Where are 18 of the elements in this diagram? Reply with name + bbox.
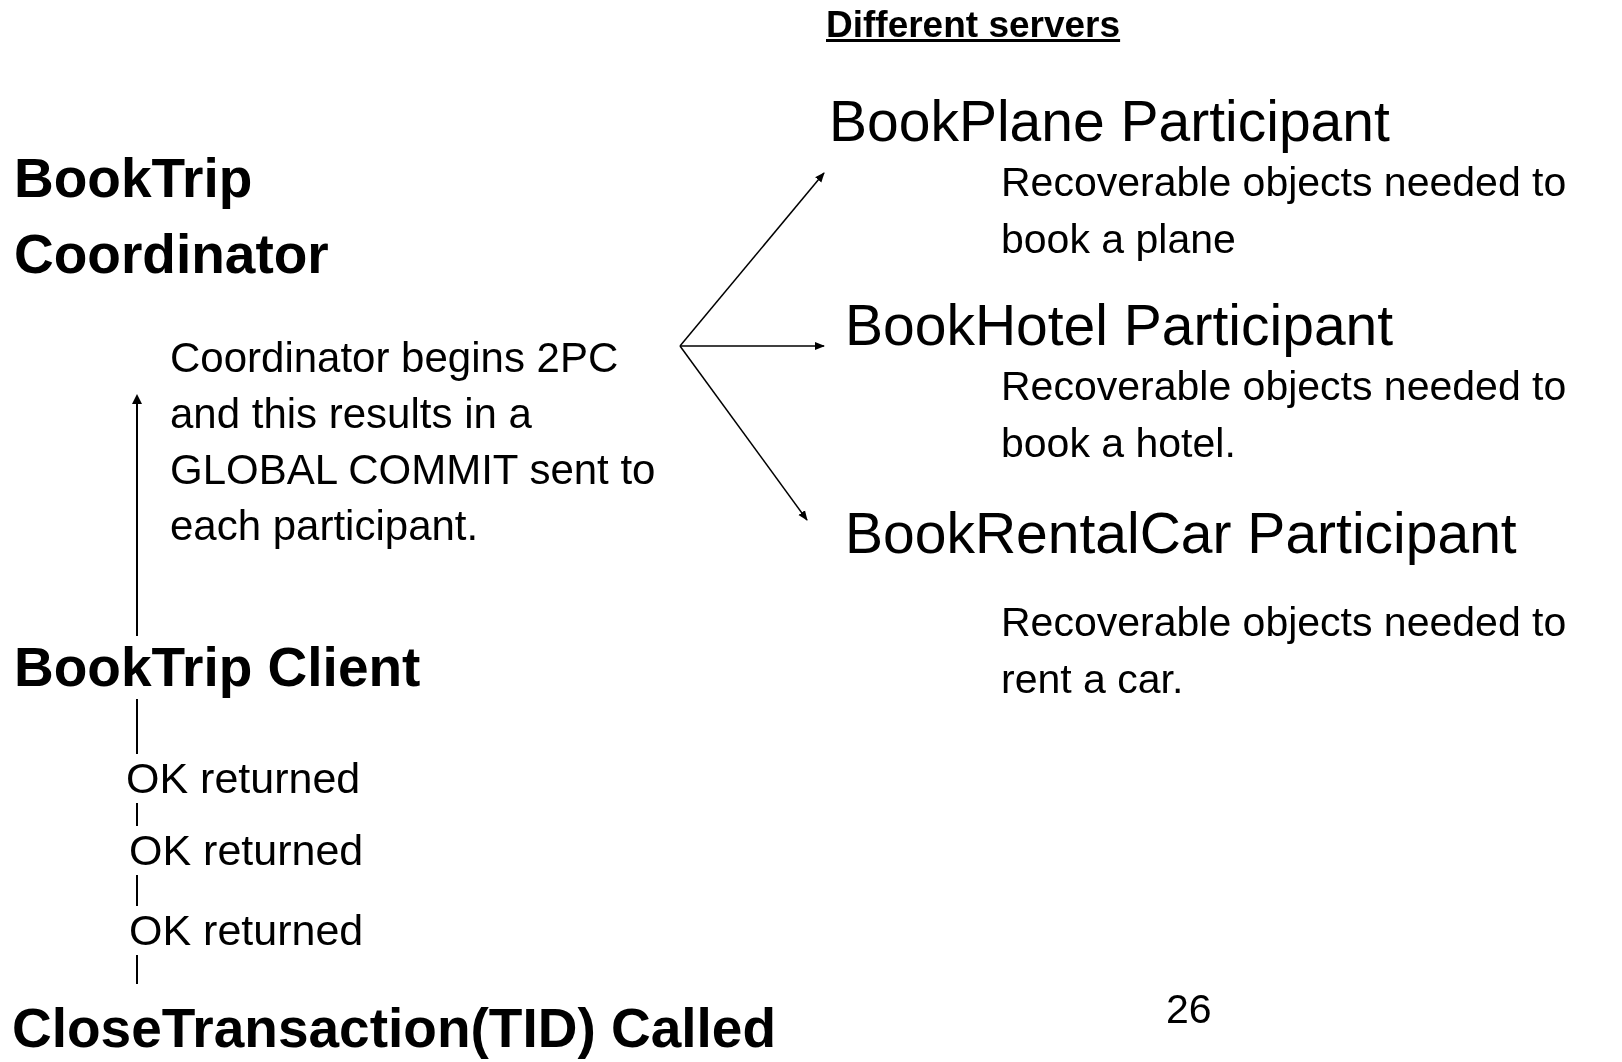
heading: Different servers <box>826 4 1121 46</box>
description-text: Recoverable objects needed to rent a car. <box>1001 598 1568 704</box>
note-text: OK returned <box>129 906 364 956</box>
note-text: OK returned <box>126 754 361 804</box>
description-text: Recoverable objects needed to book a plane <box>1001 158 1568 264</box>
participant-heading: BookHotel Participant <box>845 292 1395 358</box>
arrow <box>679 342 825 350</box>
description-text: Recoverable objects needed to book a hotel. <box>1001 362 1568 468</box>
bold-heading: BookTrip Client <box>14 636 421 700</box>
note-text: OK returned <box>129 826 364 876</box>
page-number: 26 <box>1166 986 1212 1034</box>
note-text: Coordinator begins 2PC and this results in a GLOBAL COMMIT sent to each participant. <box>170 333 657 551</box>
arrow <box>679 172 825 347</box>
bold-heading: BookTrip Coordinator <box>14 146 330 287</box>
arrow <box>679 345 808 521</box>
bold-heading: CloseTransaction(TID) Called <box>12 997 777 1061</box>
participant-heading: BookPlane Participant <box>829 88 1391 154</box>
participant-heading: BookRentalCar Participant <box>845 500 1518 566</box>
